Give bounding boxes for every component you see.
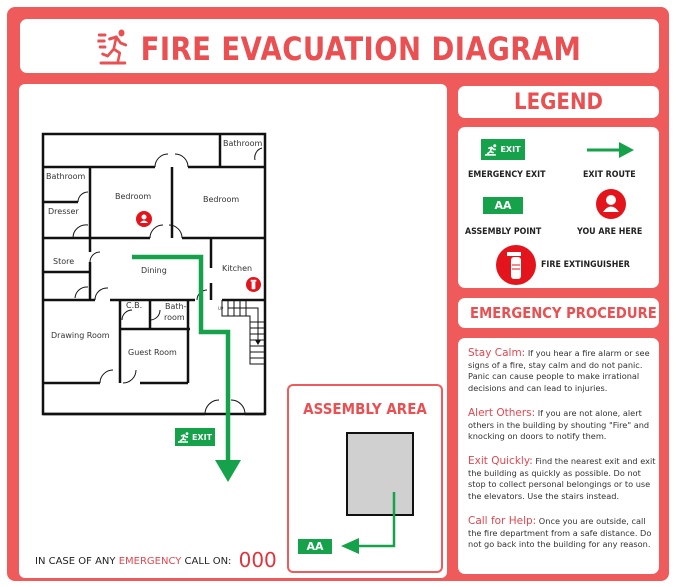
emergency-call-footer: IN CASE OF ANY EMERGENCY CALL ON: 000: [35, 548, 277, 572]
legend-title-panel: LEGEND: [458, 86, 659, 118]
title-text: FIRE EVACUATION DIAGRAM: [140, 30, 582, 68]
room-label: room: [164, 313, 185, 322]
room-label: Kitchen: [222, 264, 253, 273]
room-label: C.B.: [126, 301, 143, 310]
procedure-title-panel: EMERGENCY PROCEDURE: [458, 298, 659, 328]
assembly-point-sign: AA: [298, 539, 332, 554]
procedure-step: Alert Others: If you are not alone, aler…: [468, 407, 650, 442]
person-marker-icon: [596, 189, 626, 219]
room-label: Bathroom: [223, 139, 263, 148]
legend-label: FIRE EXTINGUISHER: [541, 260, 630, 270]
floor-plan: [41, 132, 267, 482]
legend-label: EMERGENCY EXIT: [468, 170, 546, 180]
fire-extinguisher-marker: [246, 277, 261, 296]
legend-label: EXIT ROUTE: [583, 170, 636, 180]
assembly-zone: [346, 432, 414, 516]
room-label: Dining: [141, 266, 167, 275]
legend-label: ASSEMBLY POINT: [465, 227, 542, 237]
procedure-step: Exit Quickly: Find the nearest exit and …: [468, 455, 656, 501]
room-label: Bedroom: [115, 192, 152, 201]
title-panel: FIRE EVACUATION DIAGRAM: [20, 19, 659, 73]
exit-sign: EXIT: [175, 428, 215, 446]
legend-title: LEGEND: [514, 90, 603, 115]
arrow-right-icon: [587, 142, 634, 158]
assembly-area-title: ASSEMBLY AREA: [303, 400, 427, 418]
procedure-panel: Stay Calm: If you hear a fire alarm or s…: [458, 338, 659, 574]
you-are-here-marker: [136, 211, 152, 231]
running-person-icon: [177, 431, 189, 443]
room-label: Dresser: [48, 207, 79, 216]
fire-extinguisher-icon: [496, 245, 536, 285]
room-label: Bedroom: [203, 195, 240, 204]
emergency-number: 000: [238, 548, 277, 572]
exit-sign-icon: EXIT: [481, 139, 525, 160]
assembly-route: [341, 492, 396, 554]
running-person-icon: [96, 29, 132, 73]
assembly-point-icon: AA: [483, 197, 523, 214]
procedure-step: Call for Help: Once you are outside, cal…: [468, 515, 652, 550]
procedure-step: Stay Calm: If you hear a fire alarm or s…: [468, 347, 650, 393]
legend-panel: EXIT EMERGENCY EXIT EXIT ROUTE AA ASSEMB…: [458, 127, 659, 288]
legend-label: YOU ARE HERE: [577, 227, 643, 237]
assembly-area-panel: ASSEMBLY AREA AA: [287, 384, 443, 573]
stairs-up-label: UP: [218, 306, 224, 311]
room-label: Bath-: [165, 302, 187, 311]
room-label: Drawing Room: [51, 331, 110, 340]
room-label: Store: [53, 257, 75, 266]
room-label: Guest Room: [128, 348, 177, 357]
room-label: Bathroom: [46, 172, 86, 181]
page-title: FIRE EVACUATION DIAGRAM: [65, 29, 615, 73]
procedure-title: EMERGENCY PROCEDURE: [470, 304, 657, 322]
